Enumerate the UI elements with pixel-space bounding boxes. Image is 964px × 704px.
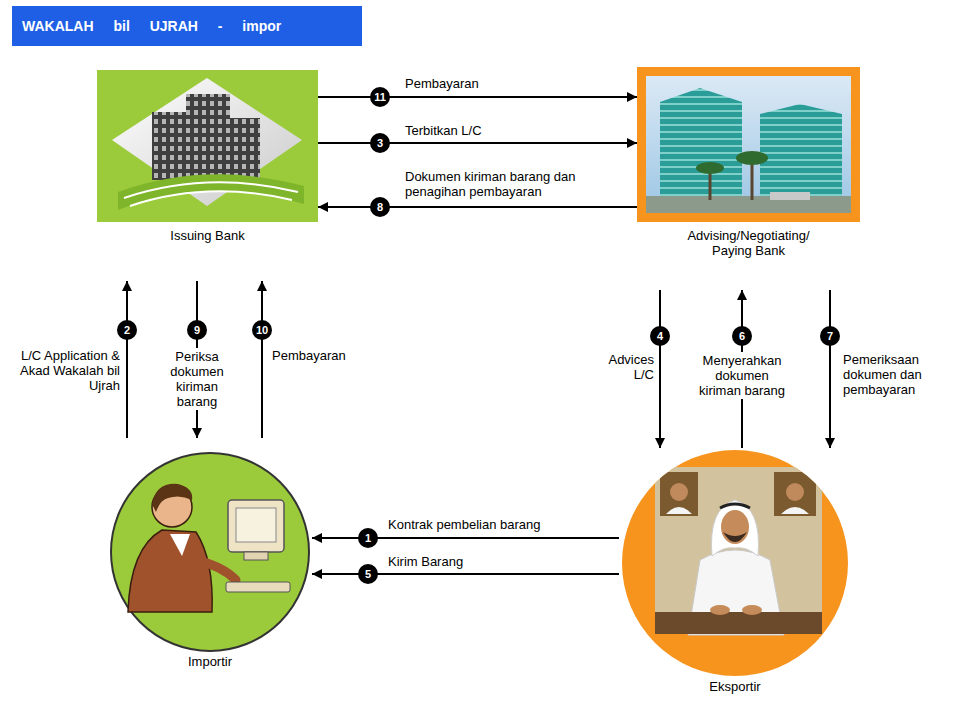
hand bbox=[742, 605, 762, 615]
node-box: Advising/Negotiating/ Paying Bank bbox=[637, 67, 860, 258]
exporter-photo bbox=[622, 450, 848, 676]
connector-arrow bbox=[318, 96, 637, 98]
hand bbox=[710, 605, 730, 615]
building bbox=[152, 112, 188, 180]
edge-label: Kirim Barang bbox=[388, 554, 608, 569]
keyboard bbox=[226, 582, 290, 592]
monitor-stand bbox=[244, 552, 268, 560]
swoosh-line bbox=[130, 191, 292, 206]
node-label: Advising/Negotiating/ Paying Bank bbox=[674, 228, 824, 258]
ghutra bbox=[711, 500, 758, 556]
node-label: Importir bbox=[115, 654, 305, 669]
callout-number: 10 bbox=[252, 320, 272, 340]
face bbox=[721, 510, 749, 544]
desk bbox=[655, 612, 822, 634]
ground bbox=[646, 196, 851, 213]
person-arm bbox=[196, 560, 236, 580]
portrait-body bbox=[666, 507, 692, 514]
connector-arrow bbox=[318, 206, 637, 208]
bank-illustration bbox=[97, 70, 318, 222]
palm-leaves bbox=[696, 162, 724, 174]
palm-trunk bbox=[751, 160, 754, 200]
portrait-body bbox=[781, 507, 809, 514]
node-label: Issuing Bank bbox=[108, 228, 308, 243]
edge-label: Kontrak pembelian barang bbox=[388, 517, 608, 532]
edge-label: Pembayaran bbox=[272, 348, 362, 363]
edge-label: Pemeriksaan dokumen dan pembayaran bbox=[843, 352, 955, 397]
exporter-circle bbox=[622, 450, 848, 676]
portrait-frame bbox=[660, 472, 698, 516]
connector-arrow bbox=[659, 290, 661, 448]
tower bbox=[660, 88, 742, 200]
building bbox=[228, 118, 260, 180]
person-body bbox=[128, 530, 212, 612]
title-bar: WAKALAH bil UJRAH - impor bbox=[12, 6, 362, 46]
shirt bbox=[170, 534, 190, 556]
importer-illustration bbox=[111, 453, 309, 651]
bank-panel bbox=[97, 70, 318, 222]
edge-label: Pembayaran bbox=[405, 76, 615, 91]
callout-number: 4 bbox=[650, 326, 670, 346]
edge-label: Dokumen kiriman barang dan penagihan pem… bbox=[405, 169, 620, 199]
palm-trunk bbox=[709, 170, 712, 200]
car bbox=[770, 192, 810, 200]
callout-number: 3 bbox=[370, 133, 390, 153]
bank-photo bbox=[637, 67, 860, 222]
connector-arrow bbox=[318, 142, 637, 144]
callout-number: 7 bbox=[820, 326, 840, 346]
edge-label: Menyerahkan dokumen kiriman barang bbox=[694, 352, 790, 399]
edge-label: Advices L/C bbox=[586, 352, 654, 382]
connector-arrow bbox=[126, 281, 128, 438]
node-label: Eksportir bbox=[635, 679, 835, 694]
portrait-frame bbox=[774, 472, 816, 516]
callout-number: 9 bbox=[187, 320, 207, 340]
photo-frame bbox=[637, 67, 860, 222]
building bbox=[186, 94, 230, 180]
edge-label: L/C Application & Akad Wakalah bil Ujrah bbox=[2, 348, 120, 393]
beard bbox=[723, 532, 747, 542]
node-box: Issuing Bank bbox=[97, 70, 318, 243]
monitor bbox=[228, 500, 284, 552]
callout-number: 2 bbox=[117, 320, 137, 340]
tower bbox=[760, 104, 842, 200]
callout-number: 1 bbox=[358, 528, 378, 548]
callout-number: 6 bbox=[732, 326, 752, 346]
importer-circle bbox=[111, 453, 309, 651]
sky bbox=[646, 76, 851, 213]
callout-number: 5 bbox=[358, 564, 378, 584]
edge-label: Periksa dokumen kiriman barang bbox=[161, 348, 233, 410]
connector-arrow bbox=[261, 281, 263, 438]
swoosh bbox=[118, 174, 304, 210]
agal bbox=[720, 504, 750, 508]
palm-leaves bbox=[736, 151, 768, 165]
portrait-face bbox=[786, 483, 804, 501]
callout-number: 8 bbox=[370, 197, 390, 217]
connector-arrow bbox=[829, 290, 831, 448]
screen bbox=[236, 508, 276, 542]
node-box: Importir bbox=[110, 452, 310, 669]
node-box: Eksportir bbox=[622, 450, 848, 694]
callout-number: 11 bbox=[370, 87, 390, 107]
portrait-face bbox=[670, 483, 688, 501]
edge-label: Terbitkan L/C bbox=[405, 123, 615, 138]
person-hair bbox=[152, 484, 192, 512]
